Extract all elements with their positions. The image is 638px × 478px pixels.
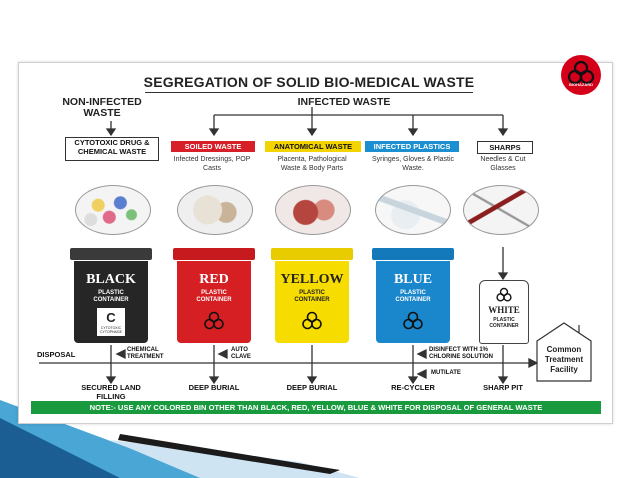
disinfect-label: DISINFECT WITH 1% CHLORINE SOLUTION <box>429 347 493 360</box>
non-infected-heading: NON-INFECTED WASTE <box>62 96 142 119</box>
bin-name: WHITE <box>488 305 520 315</box>
dressings-image <box>177 185 253 235</box>
disposal-label: DISPOSAL <box>37 350 76 359</box>
category-infected-plastics: INFECTED PLASTICS <box>365 141 459 152</box>
infographic-panel: SEGREGATION OF SOLID BIO-MEDICAL WASTE B… <box>18 55 613 424</box>
bin-lid <box>173 248 255 260</box>
category-anatomical: ANATOMICAL WASTE <box>265 141 361 152</box>
black-bin: BLACK PLASTIC CONTAINER C CYTOTOXIC CYTO… <box>70 248 152 344</box>
biohazard-icon <box>496 287 512 302</box>
bin-sub: PLASTIC CONTAINER <box>294 290 330 303</box>
anatomical-desc: Placenta, Pathological Waste & Body Part… <box>277 156 347 172</box>
plastics-desc: Syringes, Gloves & Plastic Waste. <box>371 156 455 172</box>
bin-body <box>376 261 450 343</box>
mutilate-label: MUTILATE <box>431 370 461 376</box>
bin-name: BLACK <box>86 272 136 287</box>
bin-lid <box>271 248 353 260</box>
bin-name: RED <box>199 272 229 287</box>
destination-yellow: DEEP BURIAL <box>286 383 338 392</box>
bin-name: YELLOW <box>280 272 344 287</box>
blue-bin: BLUE PLASTIC CONTAINER <box>372 248 454 344</box>
title-underline <box>145 92 473 93</box>
category-cytotoxic: CYTOTOXIC DRUG & CHEMICAL WASTE <box>65 137 159 161</box>
bin-sub: PLASTIC CONTAINER <box>93 290 129 303</box>
bin-sub: PLASTIC CONTAINER <box>395 290 431 303</box>
destination-black: SECURED LAND FILLING <box>81 383 141 401</box>
note-banner: NOTE:- USE ANY COLORED BIN OTHER THAN BL… <box>31 401 601 414</box>
category-sharps: SHARPS <box>477 141 533 154</box>
bin-name: BLUE <box>393 272 433 287</box>
common-facility-label: Common Treatment Facility <box>544 345 584 374</box>
red-bin: RED PLASTIC CONTAINER <box>173 248 255 344</box>
soiled-desc: Infected Dressings, POP Casts <box>173 156 251 172</box>
bin-sub: PLASTIC CONTAINER <box>196 290 232 303</box>
bin-sub: PLASTIC CONTAINER <box>489 317 519 329</box>
bin-body <box>177 261 251 343</box>
anatomical-image <box>275 185 351 235</box>
cytotoxic-letter: C <box>106 310 116 325</box>
biohazard-logo: BIOHAZARD <box>561 55 601 95</box>
biohazard-icon <box>403 311 423 330</box>
chart-title: SEGREGATION OF SOLID BIO-MEDICAL WASTE <box>143 74 475 90</box>
plastics-image <box>375 185 451 235</box>
chemical-treatment-label: CHEMICAL TREATMENT <box>127 347 164 360</box>
cytotoxic-label: CYTOTOXIC CYTOPHAGE <box>100 326 122 334</box>
category-soiled: SOILED WASTE <box>171 141 255 152</box>
infected-heading: INFECTED WASTE <box>297 96 391 108</box>
destination-white: SHARP PIT <box>483 383 523 392</box>
auto-clave-label: AUTO CLAVE <box>231 347 251 360</box>
cytotoxic-sign: C CYTOTOXIC CYTOPHAGE <box>97 308 125 336</box>
sharps-desc: Needles & Cut Glasses <box>480 156 526 172</box>
white-container: WHITE PLASTIC CONTAINER <box>479 280 529 344</box>
destination-red: DEEP BURIAL <box>188 383 240 392</box>
connector-lines <box>39 107 592 385</box>
biohazard-icon <box>567 60 595 85</box>
bin-lid <box>372 248 454 260</box>
yellow-bin: YELLOW PLASTIC CONTAINER <box>271 248 353 344</box>
bin-lid <box>70 248 152 260</box>
pills-image <box>75 185 151 235</box>
destination-blue: RE-CYCLER <box>391 383 435 392</box>
bin-body <box>275 261 349 343</box>
biohazard-icon <box>204 311 224 330</box>
logo-text: BIOHAZARD <box>569 82 593 87</box>
sharps-image <box>463 185 539 235</box>
biohazard-icon <box>302 311 322 330</box>
